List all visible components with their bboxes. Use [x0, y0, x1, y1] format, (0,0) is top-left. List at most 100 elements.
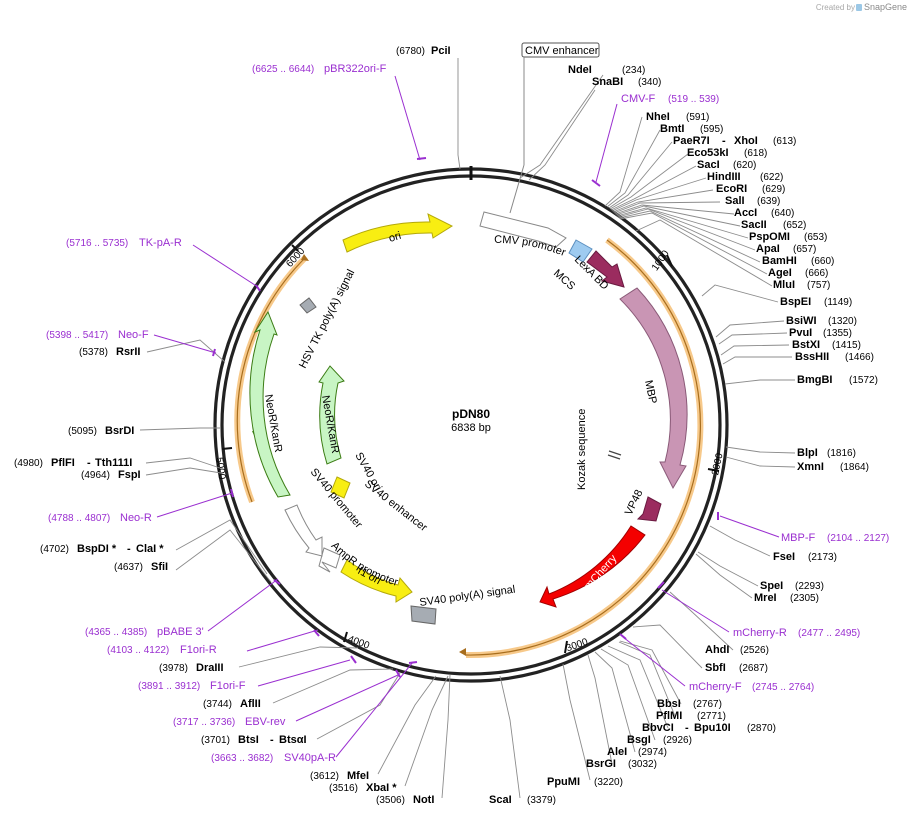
enzyme-pos: (3612): [310, 771, 339, 782]
cmv-enhancer-callout[interactable]: CMV enhancer: [509, 42, 600, 214]
enzyme-label-bsiwi[interactable]: BsiWI: [786, 315, 817, 327]
feature-sv40-promoter[interactable]: [284, 504, 323, 557]
enzyme-label-bbsi[interactable]: BbsI: [657, 698, 681, 710]
enzyme-label-bamhi[interactable]: BamHI: [762, 255, 797, 267]
primer-label-ebv-rev[interactable]: EBV-rev: [245, 716, 286, 728]
primer-label-f1ori-f[interactable]: F1ori-F: [210, 680, 246, 692]
enzyme-label-fspi[interactable]: FspI: [118, 469, 141, 481]
enzyme-label-paer7i[interactable]: PaeR7I: [673, 135, 710, 147]
enzyme-label-mfei[interactable]: MfeI: [347, 770, 369, 782]
feature-neor-inner[interactable]: [318, 365, 345, 465]
enzyme-label-scai[interactable]: ScaI: [489, 794, 512, 806]
enzyme-label-fsei[interactable]: FseI: [773, 551, 795, 563]
enzyme-label-draiii[interactable]: DraIII: [196, 662, 224, 674]
primer-label-f1ori-r[interactable]: F1ori-R: [180, 644, 217, 656]
enzyme-label-blpi[interactable]: BlpI: [797, 447, 818, 459]
enzyme-label-psppomi[interactable]: PspOMI: [749, 231, 790, 243]
enzyme-label-bsrgi[interactable]: BsrGI: [586, 758, 616, 770]
enzyme-label-bspei[interactable]: BspEI: [780, 296, 811, 308]
enzyme-pos: (3506): [376, 795, 405, 806]
enzyme-label-pflmi[interactable]: PflMI: [656, 710, 682, 722]
feature-lexa-bd[interactable]: [586, 250, 625, 288]
feature-ampr-promoter[interactable]: [318, 547, 341, 573]
enzyme-label-snabi[interactable]: SnaBI: [592, 76, 623, 88]
primer-label-cmv-f[interactable]: CMV-F: [621, 93, 656, 105]
enzyme-label-bspdi[interactable]: BspDI *: [77, 543, 117, 555]
enzyme-label-bsgi[interactable]: BsgI: [627, 734, 651, 746]
primer-label-sv40pa-r[interactable]: SV40pA-R: [284, 752, 336, 764]
enzyme-label-sfii[interactable]: SfiI: [151, 561, 168, 573]
feature-hsv-tk-polya[interactable]: [299, 297, 317, 314]
enzyme-label-btsai[interactable]: BtsαI: [279, 734, 307, 746]
enzyme-label-ppumi[interactable]: PpuMI: [547, 776, 580, 788]
enzyme-label-sbfi[interactable]: SbfI: [705, 662, 726, 674]
enzyme-label-sali[interactable]: SalI: [725, 195, 745, 207]
enzyme-label-bstxi[interactable]: BstXI: [792, 339, 820, 351]
feature-mbp[interactable]: [619, 287, 688, 490]
enzyme-label-nhei[interactable]: NheI: [646, 111, 670, 123]
feature-kozak-mark[interactable]: [608, 450, 622, 456]
primer-pos: (4788 .. 4807): [48, 513, 110, 524]
primer-label-mcherry-r[interactable]: mCherry-R: [733, 627, 787, 639]
enzyme-label-bpu10i[interactable]: Bpu10I: [694, 722, 731, 734]
enzyme-pos: (1149): [824, 297, 852, 308]
label-kozak: Kozak sequence: [576, 409, 588, 490]
enzyme-label-pvui[interactable]: PvuI: [789, 327, 812, 339]
enzyme-label-clai[interactable]: ClaI *: [136, 543, 164, 555]
label-ori: ori: [387, 230, 402, 245]
primer-label-pbr322ori-f[interactable]: pBR322ori-F: [324, 63, 387, 75]
enzyme-label-bsshii[interactable]: BssHII: [795, 351, 829, 363]
enzyme-label-apai[interactable]: ApaI: [756, 243, 780, 255]
enzyme-label-aflii[interactable]: AflII: [240, 698, 261, 710]
enzyme-label-bsrdi[interactable]: BsrDI: [105, 425, 134, 437]
enzyme-label-bbvci[interactable]: BbvCI: [642, 722, 674, 734]
feature-sv40-ori[interactable]: [330, 476, 351, 499]
feature-f1-ori[interactable]: [340, 559, 413, 603]
enzyme-pos: (640): [771, 208, 794, 219]
enzyme-pos: (652): [783, 220, 806, 231]
enzyme-label-spei[interactable]: SpeI: [760, 580, 783, 592]
primer-pos: (5398 .. 5417): [46, 330, 108, 341]
enzyme-label-sacii[interactable]: SacII: [741, 219, 767, 231]
enzyme-label-tth111i[interactable]: Tth111I: [95, 457, 132, 469]
enzyme-label-pflfi[interactable]: PflFI: [51, 457, 75, 469]
enzyme-label-ndei[interactable]: NdeI: [568, 64, 592, 76]
feature-sv40-polya[interactable]: [410, 605, 437, 625]
feature-mcherry[interactable]: [539, 525, 646, 608]
primer-label-mbp-f[interactable]: MBP-F: [781, 532, 816, 544]
enzyme-label-pcii[interactable]: PciI: [431, 45, 451, 57]
feature-cmv-promoter[interactable]: [479, 211, 567, 248]
enzyme-label-noti[interactable]: NotI: [413, 794, 434, 806]
enzyme-pos: (2293): [795, 581, 824, 592]
feature-neor-outer[interactable]: [249, 310, 291, 498]
enzyme-label-ecori[interactable]: EcoRI: [716, 183, 747, 195]
enzyme-pos: (2305): [790, 593, 819, 604]
primer-label-tk-pa-r[interactable]: TK-pA-R: [139, 237, 182, 249]
primer-label-pbabe-3[interactable]: pBABE 3': [157, 626, 204, 638]
primer-label-neo-r[interactable]: Neo-R: [120, 512, 152, 524]
enzyme-label-bmgbi[interactable]: BmgBI: [797, 374, 832, 386]
feature-vp48[interactable]: [636, 496, 662, 522]
enzyme-label-saci[interactable]: SacI: [697, 159, 720, 171]
enzyme-label-mrei[interactable]: MreI: [754, 592, 777, 604]
enzyme-label-ahdi[interactable]: AhdI: [705, 644, 729, 656]
enzyme-label-btsi[interactable]: BtsI: [238, 734, 259, 746]
primer-label-neo-f[interactable]: Neo-F: [118, 329, 149, 341]
enzyme-pos: (1415): [832, 340, 861, 351]
enzyme-label-acci[interactable]: AccI: [734, 207, 757, 219]
primer-label-mcherry-f[interactable]: mCherry-F: [689, 681, 742, 693]
enzyme-label-xmni[interactable]: XmnI: [797, 461, 824, 473]
feature-mcs[interactable]: [568, 239, 593, 263]
enzyme-label-mlui[interactable]: MluI: [773, 279, 795, 291]
enzyme-label-agei[interactable]: AgeI: [768, 267, 792, 279]
feature-ori[interactable]: [342, 213, 454, 253]
enzyme-label-alei[interactable]: AleI: [607, 746, 627, 758]
enzyme-label-xbai[interactable]: XbaI *: [366, 782, 397, 794]
enzyme-label-bmti[interactable]: BmtI: [660, 123, 684, 135]
primer-pos: (3891 .. 3912): [138, 681, 200, 692]
enzyme-label-xhoi[interactable]: XhoI: [734, 135, 758, 147]
enzyme-label-rsrii[interactable]: RsrII: [116, 346, 140, 358]
enzyme-label-hindiii[interactable]: HindIII: [707, 171, 741, 183]
enzyme-label-eco53ki[interactable]: Eco53kI: [687, 147, 729, 159]
